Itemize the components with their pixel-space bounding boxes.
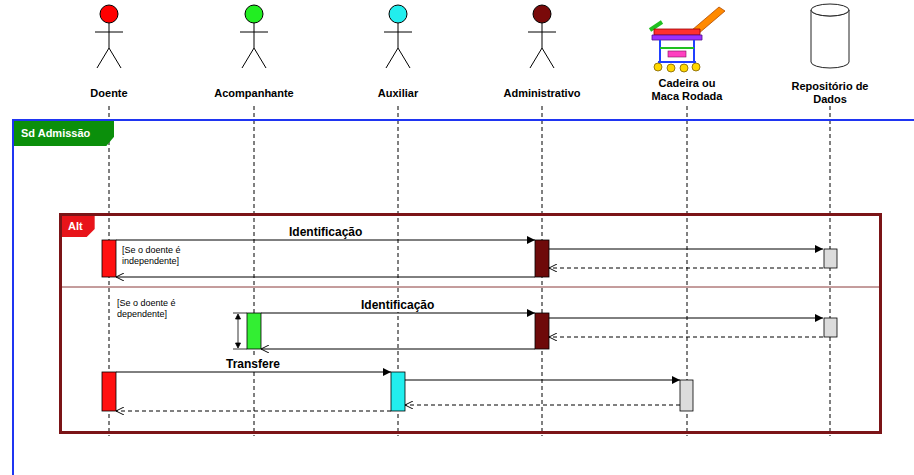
activation-bar: [680, 380, 693, 411]
message-arrow: [549, 249, 823, 250]
guard-condition: [Se o doente é independente]: [122, 245, 234, 267]
alt-divider: [62, 287, 879, 288]
activation-bar: [102, 372, 116, 411]
actor-arms: [95, 32, 123, 33]
stretcher-mattress: [654, 29, 700, 35]
return-message: [116, 411, 391, 412]
lifelines: [109, 106, 830, 436]
actor-body: [398, 23, 399, 48]
actor-leg: [530, 48, 542, 68]
actor-figure: [199, 0, 309, 76]
actor-leg: [542, 48, 554, 68]
actor-leg: [242, 48, 254, 68]
actor-name: Doente: [59, 87, 159, 100]
actor: Doente: [54, 0, 164, 106]
actor-figure: [54, 0, 164, 76]
actor-name: Administrativo: [492, 87, 592, 100]
actor-head: [100, 5, 118, 23]
actor-arms: [240, 32, 268, 33]
actor-name: Acompanhante: [204, 87, 304, 100]
actor-arms: [384, 32, 412, 33]
stretcher-illustration: [650, 7, 725, 72]
actor-figure: [487, 0, 597, 76]
bracket-head: [236, 343, 241, 348]
activation-bar: [535, 240, 549, 277]
actor-leg: [97, 48, 109, 68]
bracket-tick: [233, 313, 247, 314]
actor-leg: [109, 48, 121, 68]
actor: Acompanhante: [199, 0, 309, 106]
message-label: Transfere: [224, 357, 282, 371]
duration-bracket: [233, 313, 247, 349]
actor: Cadeira ou Maca Rodada: [632, 0, 742, 106]
actor-name: Cadeira ou Maca Rodada: [645, 77, 729, 103]
sequence-frame: Sd AdmissãoAlt [Se o doente é independent…: [12, 119, 914, 475]
actor-name: Repositório de Dados: [784, 80, 876, 106]
frame-title: Sd Admissão: [14, 121, 114, 146]
fragment-operator: Alt: [62, 216, 95, 237]
stretcher-base: [652, 35, 702, 40]
activation-bar: [102, 240, 116, 277]
stretcher-frame: [658, 40, 696, 62]
cylinder-top: [811, 4, 849, 16]
return-message: [549, 268, 823, 269]
message-arrow: [261, 349, 535, 350]
stretcher-wheels: [654, 63, 700, 72]
database-cylinder: [811, 4, 849, 68]
actor-body: [542, 23, 543, 48]
activation-bar: [391, 372, 405, 411]
message-arrow: [116, 372, 391, 373]
actor-body: [254, 23, 255, 48]
actor-figure: [775, 0, 885, 76]
bracket-head: [236, 314, 241, 319]
actor-name: Auxiliar: [348, 87, 448, 100]
activation-bar: [247, 313, 261, 349]
stretcher-tray: [668, 51, 686, 57]
cylinder-body: [811, 10, 849, 68]
actor-leg: [398, 48, 410, 68]
message-arrow: [405, 380, 680, 381]
return-message: [549, 337, 823, 338]
actor: Auxiliar: [343, 0, 453, 106]
actor-head: [389, 5, 407, 23]
guard-condition: [Se o doente é dependente]: [117, 298, 217, 320]
alt-fragment: Alt [Se o doente é independente] [Se o doe…: [59, 213, 882, 434]
actor-head: [245, 5, 263, 23]
lifeline: [254, 106, 255, 436]
message-arrow: [116, 240, 535, 241]
actor-body: [109, 23, 110, 48]
actor: Repositório de Dados: [775, 0, 885, 106]
actor: Administrativo: [487, 0, 597, 106]
activation-bars: [102, 240, 837, 411]
activation-bar: [824, 249, 837, 268]
message-label: Identificação: [287, 225, 364, 239]
lifeline: [830, 106, 831, 436]
actor-figure: [343, 0, 453, 76]
actor-leg: [386, 48, 398, 68]
actor-head: [533, 5, 551, 23]
message-arrow: [549, 318, 823, 319]
stretcher-bar: [660, 47, 694, 49]
bracket-tick: [233, 349, 247, 350]
actor-figure: [632, 0, 742, 76]
message-label: Identificação: [359, 298, 436, 312]
actor-leg: [254, 48, 266, 68]
bracket-line: [238, 316, 239, 346]
actor-arms: [528, 32, 556, 33]
return-message: [405, 405, 680, 406]
activation-bar: [824, 318, 837, 337]
activation-bar: [535, 313, 549, 349]
message-arrow: [261, 313, 535, 314]
message-arrow: [116, 277, 535, 278]
